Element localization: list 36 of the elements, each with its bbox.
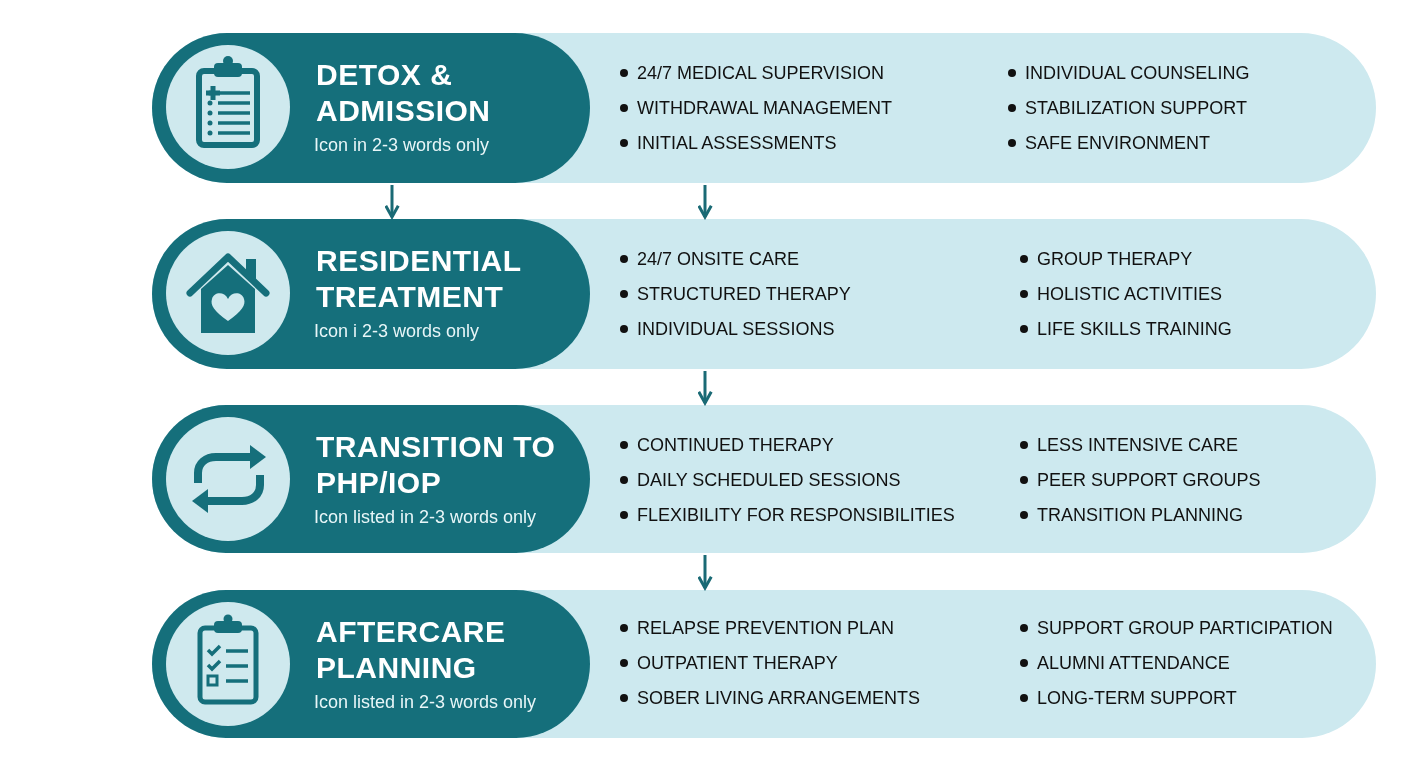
arrow bbox=[697, 555, 713, 590]
step-title: DETOX & ADMISSION bbox=[316, 57, 492, 129]
bullet-item: LESS INTENSIVE CARE bbox=[1037, 434, 1239, 457]
bullet-item: GROUP THERAPY bbox=[1037, 248, 1193, 271]
arrow bbox=[697, 185, 713, 219]
bullet-item: WITHDRAWAL MANAGEMENT bbox=[637, 97, 892, 120]
bullet-item: INITIAL ASSESSMENTS bbox=[637, 132, 837, 155]
arrow bbox=[384, 185, 400, 219]
bullet-item: HOLISTIC ACTIVITIES bbox=[1037, 283, 1223, 306]
bullet-item: FLEXIBILITY FOR RESPONSIBILITIES bbox=[637, 504, 955, 527]
bullet-item: OUTPATIENT THERAPY bbox=[637, 652, 838, 675]
bullet-item: SOBER LIVING ARRANGEMENTS bbox=[637, 687, 921, 710]
step-title: AFTERCARE PLANNING bbox=[316, 614, 507, 686]
bullet-item: STABILIZATION SUPPORT bbox=[1025, 97, 1248, 120]
step-subtitle: Icon listed in 2-3 words only bbox=[314, 506, 538, 528]
bullet-item: SUPPORT GROUP PARTICIPATION bbox=[1037, 617, 1333, 640]
bullet-item: DAILY SCHEDULED SESSIONS bbox=[637, 469, 901, 492]
bullet-item: SAFE ENVIRONMENT bbox=[1025, 132, 1211, 155]
bullet-item: CONTINUED THERAPY bbox=[637, 434, 834, 457]
bullet-item: 24/7 MEDICAL SUPERVISION bbox=[637, 62, 885, 85]
bullet-item: LIFE SKILLS TRAINING bbox=[1037, 318, 1232, 341]
bullet-item: LONG-TERM SUPPORT bbox=[1037, 687, 1237, 710]
step-subtitle: Icon listed in 2-3 words only bbox=[314, 691, 538, 713]
bullet-item: RELAPSE PREVENTION PLAN bbox=[637, 617, 895, 640]
step-subtitle: Icon i 2-3 words only bbox=[314, 320, 481, 342]
bullet-item: PEER SUPPORT GROUPS bbox=[1037, 469, 1261, 492]
step-title: RESIDENTIAL TREATMENT bbox=[316, 243, 522, 315]
bullet-item: INDIVIDUAL SESSIONS bbox=[637, 318, 835, 341]
bullet-item: STRUCTURED THERAPY bbox=[637, 283, 851, 306]
step-title: TRANSITION TO PHP/IOP bbox=[316, 429, 557, 501]
step-subtitle: Icon in 2-3 words only bbox=[314, 134, 491, 156]
bullet-item: 24/7 ONSITE CARE bbox=[637, 248, 800, 271]
bullet-item: TRANSITION PLANNING bbox=[1037, 504, 1244, 527]
bullet-item: INDIVIDUAL COUNSELING bbox=[1025, 62, 1250, 85]
arrow bbox=[697, 371, 713, 405]
bullet-item: ALUMNI ATTENDANCE bbox=[1037, 652, 1230, 675]
